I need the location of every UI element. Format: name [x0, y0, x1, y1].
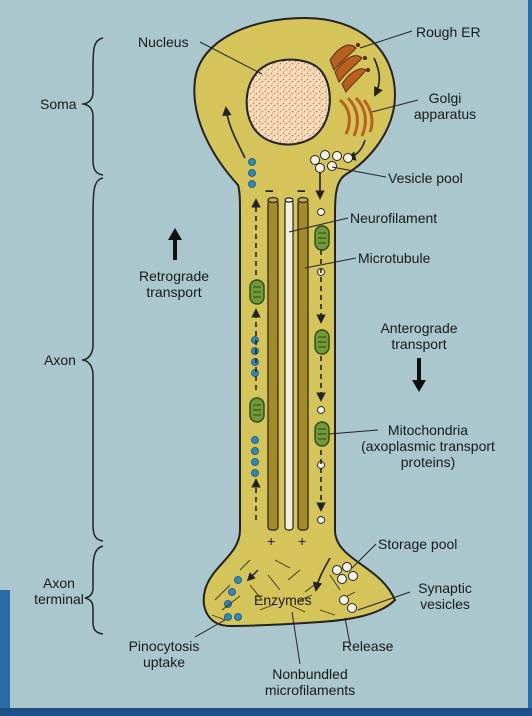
label-vesicle-pool: Vesicle pool — [388, 170, 463, 186]
microtubule-minus-sign-1: − — [265, 183, 274, 200]
label-nonbundled-line2: microfilaments — [264, 682, 356, 698]
terminal-inward-arrow — [312, 557, 331, 592]
label-release: Release — [342, 638, 394, 654]
label-retrograde-line2: transport — [146, 284, 202, 300]
frame-edge-left — [0, 590, 10, 710]
label-golgi-line1: Golgi — [428, 90, 462, 106]
label-retrograde-line1: Retrograde — [138, 268, 210, 284]
label-neurofilament: Neurofilament — [350, 210, 438, 226]
label-synaptic-line1: Synaptic — [418, 580, 472, 596]
label-synaptic-vesicles: Synaptic vesicles — [410, 580, 480, 612]
frame-edge-bottom — [0, 708, 532, 716]
label-axon-terminal-line1: Axon — [43, 575, 75, 591]
neuron-outline — [193, 16, 397, 628]
microtubule-minus-sign-2: − — [297, 183, 306, 200]
label-soma: Soma — [40, 96, 77, 112]
label-nonbundled-line1: Nonbundled — [272, 666, 348, 682]
frame-edge-right — [528, 0, 532, 716]
pinocytosis-arrow — [246, 569, 259, 582]
label-mitochondria-line2: (axoplasmic transport — [361, 438, 495, 454]
label-axon: Axon — [44, 352, 76, 368]
mitochondria-shapes — [249, 225, 330, 447]
label-mitochondria-line3: proteins) — [400, 454, 456, 470]
golgi-organelle — [338, 96, 374, 137]
label-anterograde: Anterograde transport — [366, 320, 472, 352]
label-rough-er: Rough ER — [416, 24, 481, 40]
anterograde-axon-arrows — [315, 172, 326, 512]
rough-er-organelle — [329, 42, 371, 93]
nucleus-organelle — [245, 58, 331, 146]
label-anterograde-line2: transport — [391, 336, 447, 352]
label-anterograde-line1: Anterograde — [380, 320, 458, 336]
microtubule-plus-sign-1: + — [267, 533, 276, 549]
label-axon-terminal: Axon terminal — [28, 575, 90, 607]
label-golgi: Golgi apparatus — [405, 90, 485, 122]
label-pinocytosis-line1: Pinocytosis — [128, 638, 200, 654]
label-mitochondria: Mitochondria (axoplasmic transport prote… — [344, 422, 512, 470]
label-pinocytosis: Pinocytosis uptake — [118, 638, 210, 670]
vesicle-pool-circles — [310, 150, 353, 173]
nonbundled-microfilaments — [211, 559, 356, 621]
axon-terminal-brace — [84, 545, 104, 635]
label-enzymes: Enzymes — [254, 592, 312, 608]
microtubule-plus-sign-2: + — [298, 533, 307, 549]
label-microtubule: Microtubule — [358, 250, 431, 266]
label-nonbundled: Nonbundled microfilaments — [250, 666, 370, 698]
leader-lines — [194, 30, 419, 665]
label-golgi-line2: apparatus — [413, 106, 477, 122]
label-retrograde: Retrograde transport — [128, 268, 220, 300]
soma-brace — [81, 37, 104, 176]
label-pinocytosis-line2: uptake — [142, 654, 186, 670]
label-synaptic-line2: vesicles — [420, 596, 470, 612]
label-storage-pool: Storage pool — [378, 536, 458, 552]
mitochondria-cristae — [253, 232, 326, 440]
label-nucleus: Nucleus — [138, 34, 189, 50]
label-mitochondria-line1: Mitochondria — [387, 422, 469, 438]
storage-pool-circles — [332, 562, 358, 613]
retrograde-to-nucleus-arrow — [222, 106, 246, 159]
retrograde-direction-arrow — [168, 228, 182, 260]
anterograde-direction-arrow — [412, 358, 426, 392]
label-axon-terminal-line2: terminal — [34, 591, 84, 607]
axon-brace — [81, 177, 104, 542]
er-to-golgi-arrow — [373, 57, 383, 97]
microtubule-bundle — [267, 196, 309, 531]
